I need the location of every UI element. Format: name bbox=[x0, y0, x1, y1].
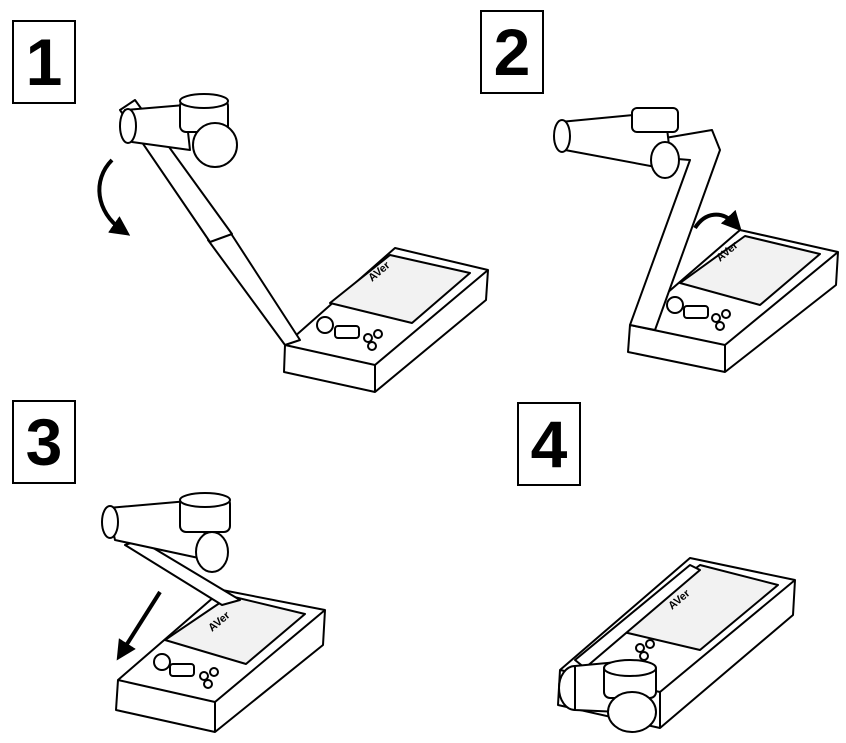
camera-head bbox=[558, 659, 657, 733]
step-number-2: 2 bbox=[480, 10, 544, 94]
lower-arm bbox=[207, 231, 301, 346]
camera-head bbox=[119, 93, 238, 168]
curved-arrow-right-icon bbox=[693, 209, 742, 232]
document-camera-base bbox=[283, 247, 489, 393]
camera-head bbox=[101, 492, 231, 573]
step-3-illustration bbox=[101, 492, 326, 733]
straight-arrow-down-left-icon bbox=[116, 590, 162, 661]
step-number-3: 3 bbox=[12, 400, 76, 484]
curved-arrow-down-icon bbox=[97, 158, 131, 236]
step-2-illustration bbox=[553, 107, 839, 373]
step-number-4: 4 bbox=[517, 402, 581, 486]
step-number-1: 1 bbox=[12, 20, 76, 104]
camera-head bbox=[553, 107, 680, 179]
step-1-illustration bbox=[97, 93, 489, 393]
document-camera-base bbox=[115, 589, 326, 733]
step-4-illustration bbox=[557, 557, 796, 733]
